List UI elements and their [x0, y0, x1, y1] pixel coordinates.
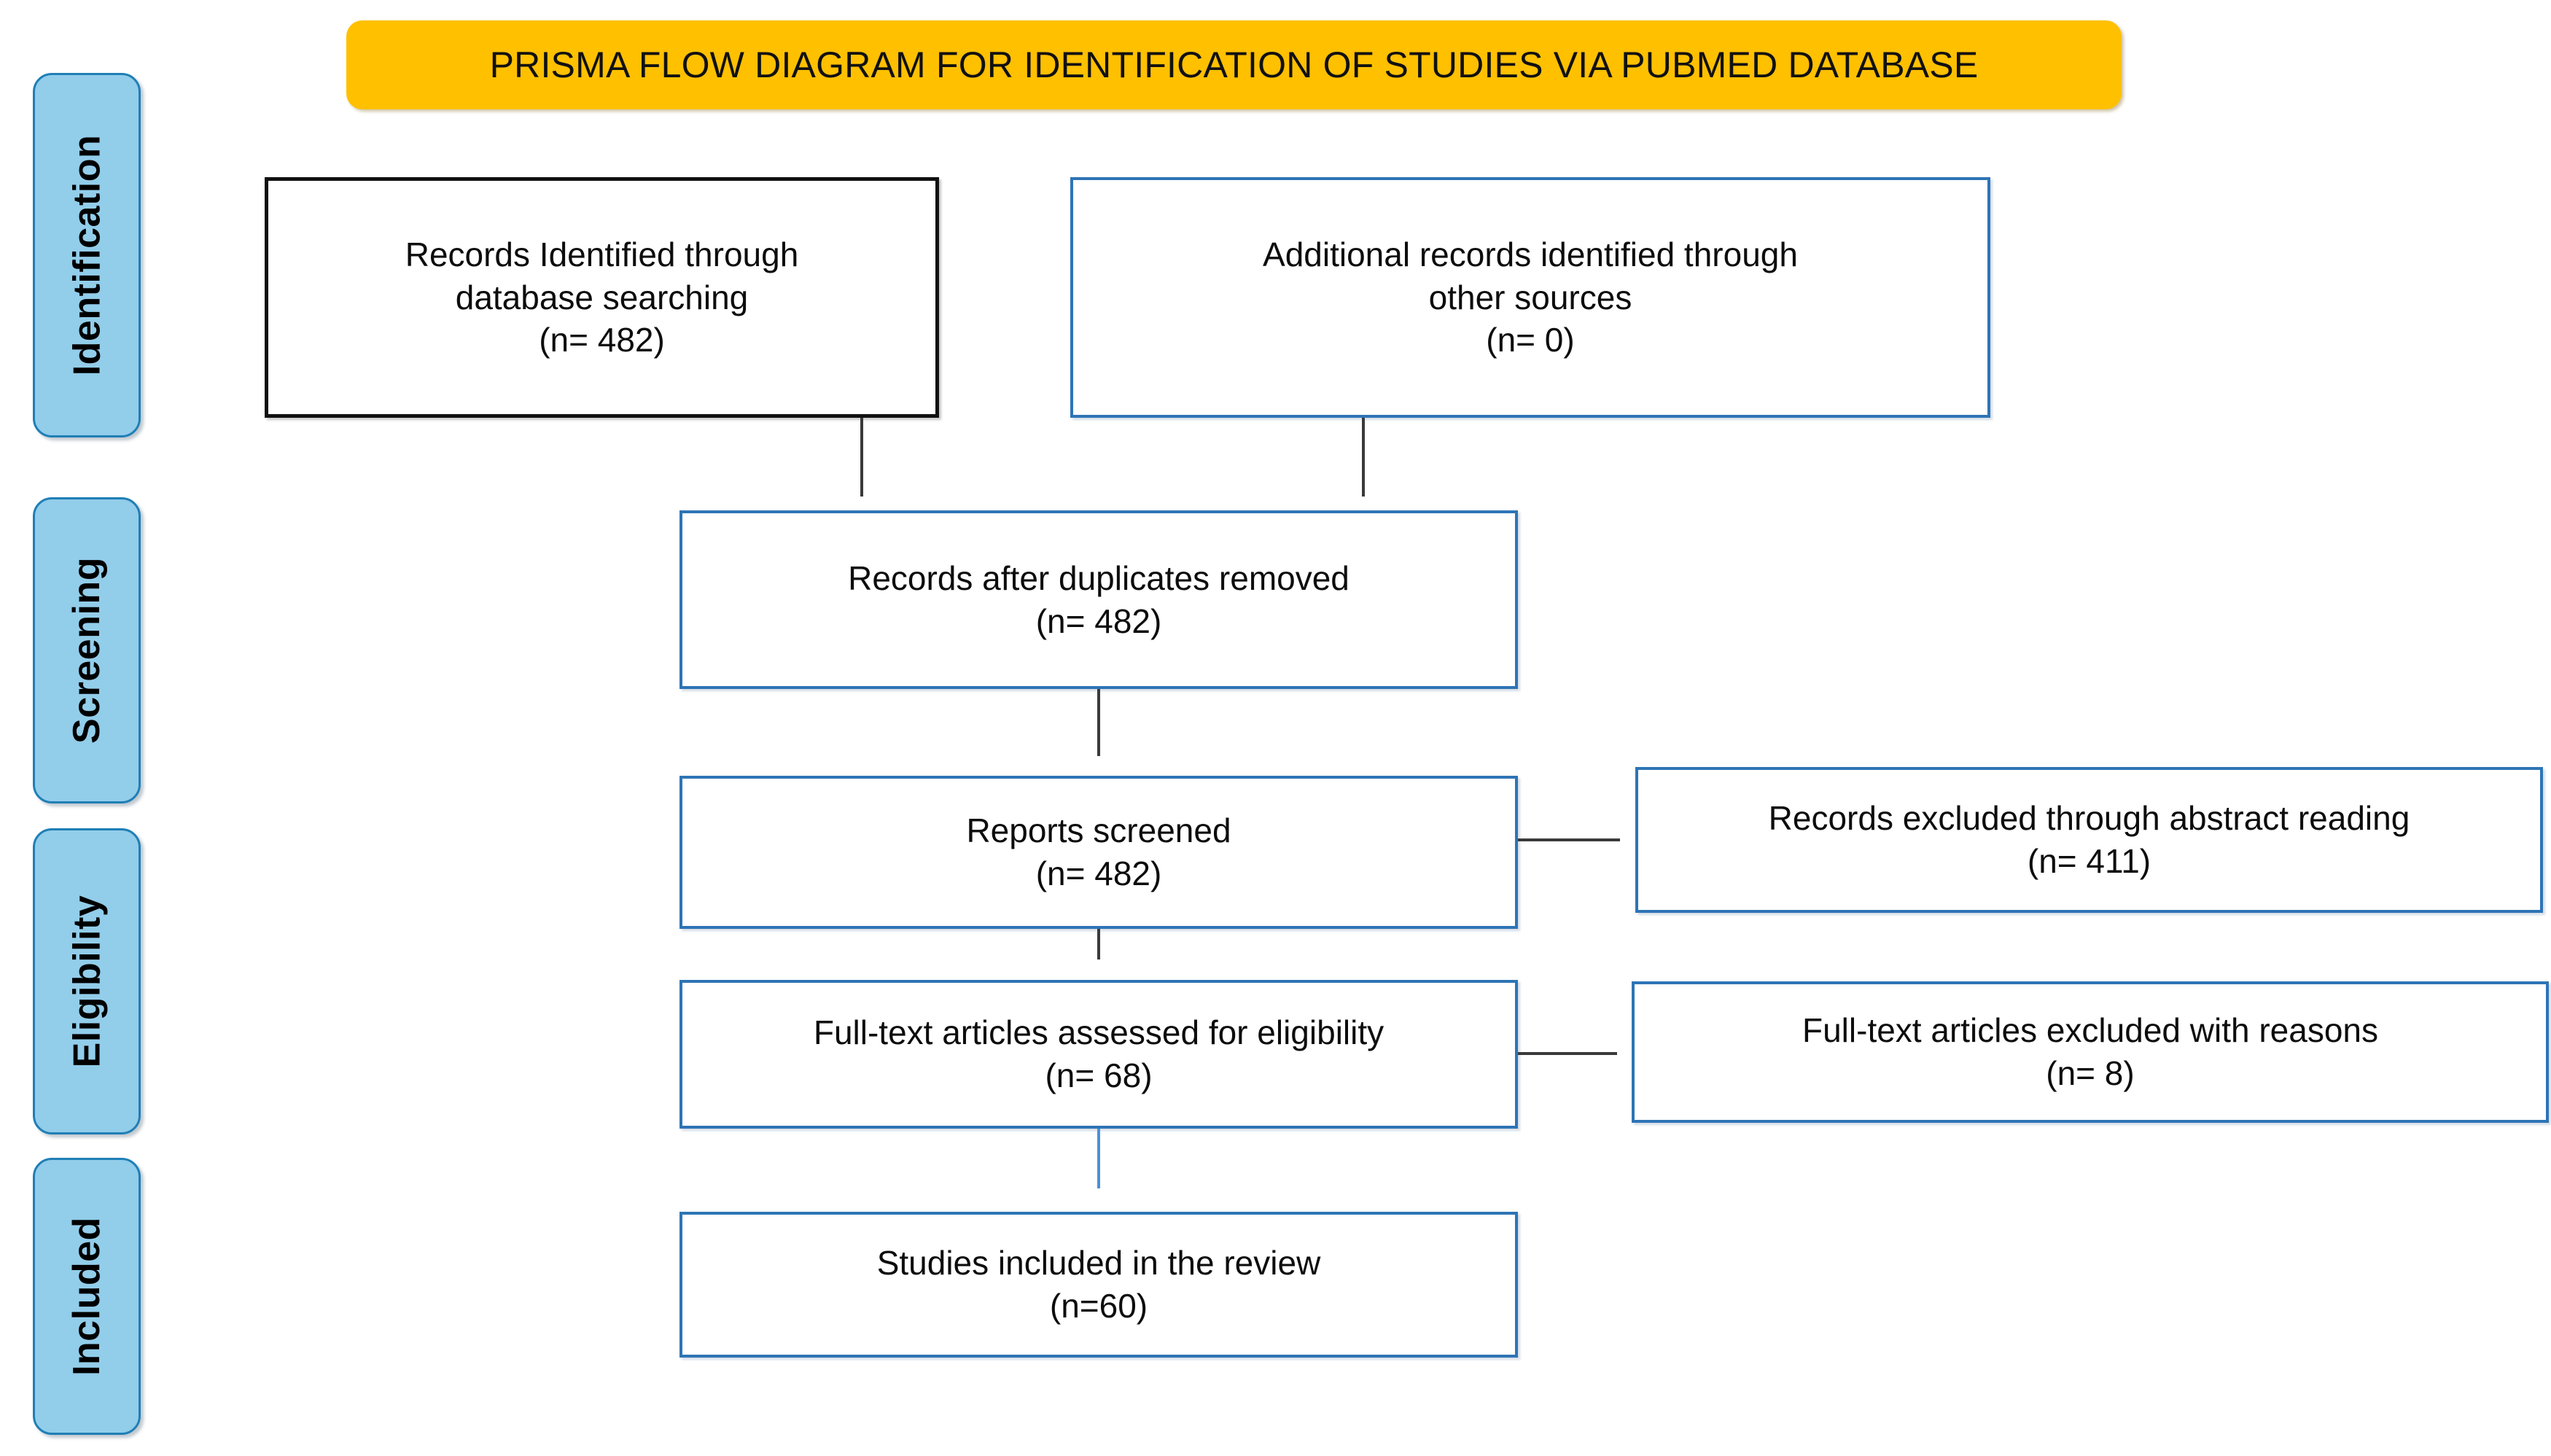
stage-label-eligibility: Eligibility: [33, 828, 141, 1134]
stage-label-eligibility-text: Eligibility: [66, 895, 109, 1068]
stage-label-identification: Identification: [33, 73, 141, 437]
node-records-excluded-abstract-reading: Records excluded through abstract readin…: [1635, 767, 2543, 913]
page-title: PRISMA FLOW DIAGRAM FOR IDENTIFICATION O…: [489, 44, 1979, 85]
node-studies-included-review: Studies included in the review (n=60): [679, 1212, 1518, 1358]
edge-included-stem: [1097, 1129, 1100, 1188]
node-additional-records-other-sources: Additional records identified through ot…: [1070, 177, 1990, 418]
edge-other-sources-stem: [1362, 418, 1365, 497]
edge-screened-right-stem: [1518, 838, 1620, 841]
node-db-search-count: (n= 482): [539, 321, 665, 359]
edge-duplicates-stem: [1097, 689, 1100, 756]
node-records-after-duplicates-removed: Records after duplicates removed (n= 482…: [679, 510, 1518, 689]
node-reports-screened: Reports screened (n= 482): [679, 776, 1518, 929]
node-excluded-abstract-line1: Records excluded through abstract readin…: [1768, 799, 2410, 838]
stage-label-included-text: Included: [66, 1217, 109, 1376]
node-excluded-fulltext-count: (n= 8): [2046, 1054, 2135, 1092]
node-included-count: (n=60): [1049, 1287, 1148, 1325]
node-screened-count: (n= 482): [1035, 854, 1162, 892]
node-other-sources-line1: Additional records identified through: [1263, 235, 1798, 273]
node-duplicates-count: (n= 482): [1035, 602, 1162, 640]
edge-screened-stem: [1097, 929, 1100, 959]
node-fulltext-count: (n= 68): [1045, 1056, 1153, 1094]
node-other-sources-line2: other sources: [1428, 278, 1632, 316]
node-records-identified-database: Records Identified through database sear…: [265, 177, 939, 418]
stage-label-identification-text: Identification: [66, 134, 108, 376]
node-fulltext-assessed-eligibility: Full-text articles assessed for eligibil…: [679, 980, 1518, 1129]
stage-label-included: Included: [33, 1158, 141, 1435]
node-duplicates-line1: Records after duplicates removed: [848, 558, 1350, 597]
node-included-line1: Studies included in the review: [876, 1244, 1321, 1282]
node-fulltext-excluded-with-reasons: Full-text articles excluded with reasons…: [1632, 981, 2549, 1123]
node-other-sources-count: (n= 0): [1486, 321, 1575, 359]
node-db-search-line2: database searching: [455, 278, 749, 316]
node-db-search-line1: Records Identified through: [405, 235, 799, 273]
node-fulltext-line1: Full-text articles assessed for eligibil…: [813, 1013, 1384, 1052]
edge-fulltext-right-stem: [1518, 1052, 1617, 1055]
edge-db-search-stem: [860, 418, 863, 497]
node-excluded-fulltext-line1: Full-text articles excluded with reasons: [1802, 1011, 2378, 1050]
stage-label-screening-text: Screening: [66, 557, 109, 744]
node-excluded-abstract-count: (n= 411): [2027, 842, 2151, 880]
diagram-title-banner: PRISMA FLOW DIAGRAM FOR IDENTIFICATION O…: [346, 20, 2122, 109]
stage-label-screening: Screening: [33, 497, 141, 803]
node-screened-line1: Reports screened: [966, 811, 1231, 850]
